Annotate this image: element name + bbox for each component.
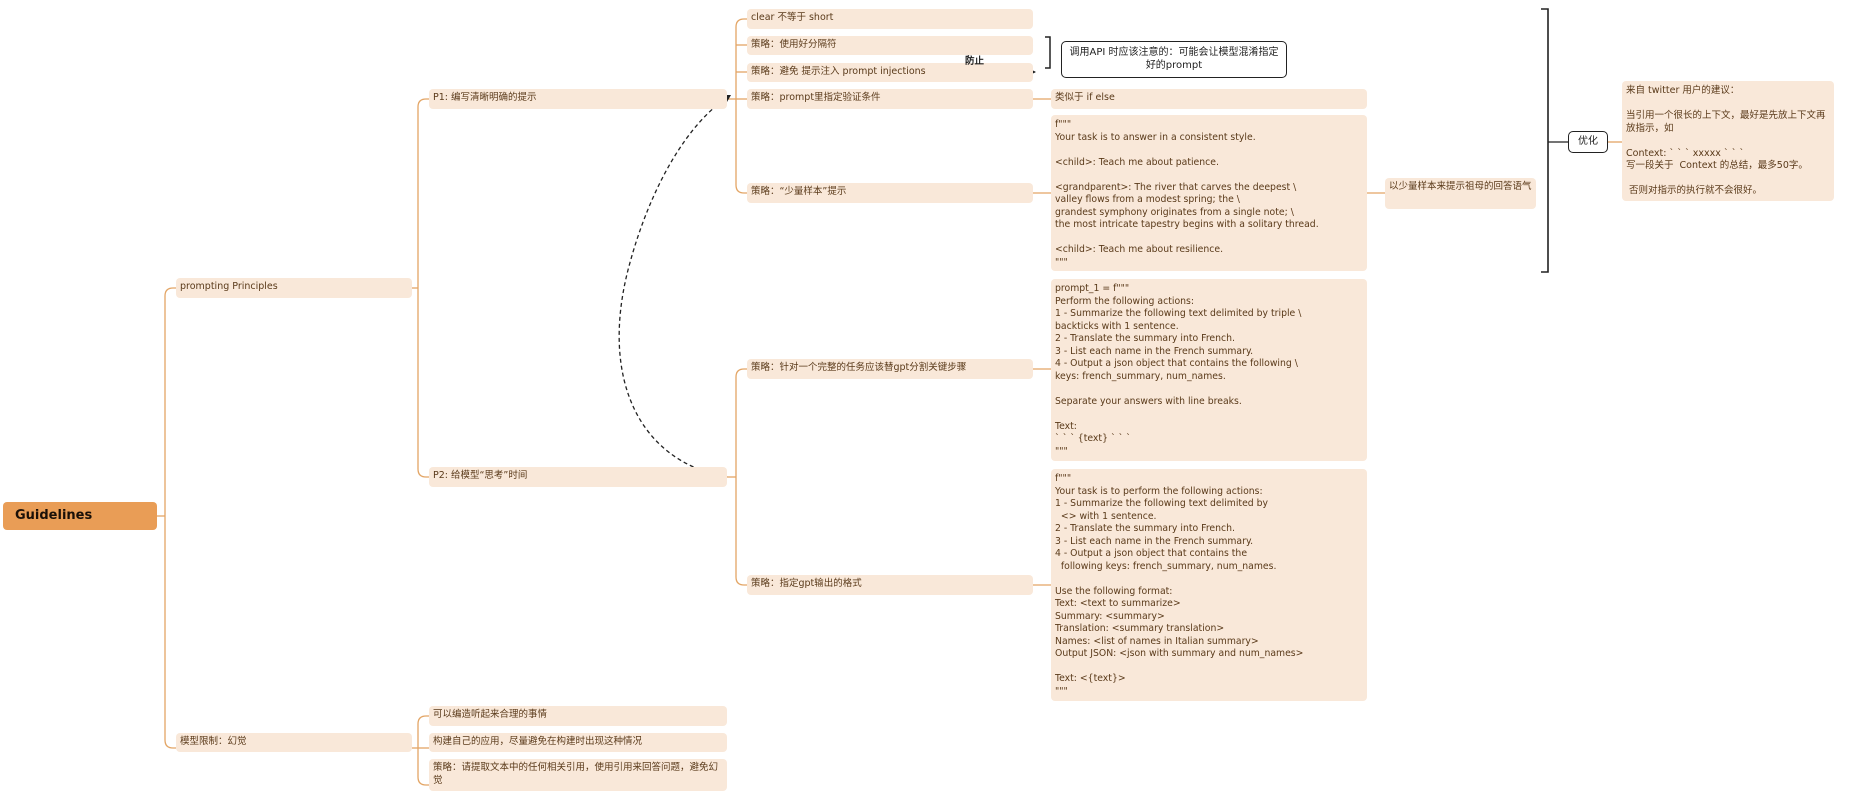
hallucination-plausible[interactable]: 可以编造听起来合理的事情	[429, 706, 727, 726]
strategy-avoid-injection[interactable]: 策略：避免 提示注入 prompt injections	[747, 63, 1033, 82]
prevent-label: 防止	[965, 56, 985, 67]
few-shot-example[interactable]: f""" Your task is to answer in a consist…	[1051, 115, 1367, 271]
node-p1[interactable]: P1: 编写清晰明确的提示	[429, 89, 727, 109]
output-format-example[interactable]: f""" Your task is to perform the followi…	[1051, 469, 1367, 701]
root-node[interactable]: Guidelines	[3, 502, 157, 530]
strategy-split-steps[interactable]: 策略：针对一个完整的任务应该替gpt分割关键步骤	[747, 359, 1033, 379]
strategy-clear-not-short[interactable]: clear 不等于 short	[747, 9, 1033, 29]
node-p2[interactable]: P2: 给模型“思考”时间	[429, 467, 727, 487]
branch-prompting-principles[interactable]: prompting Principles	[176, 278, 412, 298]
hallucination-avoid[interactable]: 构建自己的应用，尽量避免在构建时出现这种情况	[429, 733, 727, 752]
strategy-conditions[interactable]: 策略：prompt里指定验证条件	[747, 89, 1033, 109]
strategy-delimiter[interactable]: 策略：使用好分隔符	[747, 36, 1033, 55]
note-if-else[interactable]: 类似于 if else	[1051, 89, 1367, 109]
hallucination-strategy[interactable]: 策略：请提取文本中的任何相关引用，使用引用来回答问题，避免幻觉	[429, 759, 727, 791]
optimize-note[interactable]: 来自 twitter 用户的建议： 当引用一个很长的上下文，最好是先放上下文再放…	[1622, 81, 1834, 201]
optimize-node[interactable]: 优化	[1568, 131, 1608, 153]
strategy-few-shot[interactable]: 策略：“少量样本”提示	[747, 183, 1033, 203]
api-note-callout[interactable]: 调用API 时应该注意的：可能会让模型混淆指定好的prompt	[1061, 41, 1287, 78]
strategy-output-format[interactable]: 策略：指定gpt输出的格式	[747, 575, 1033, 595]
split-steps-example[interactable]: prompt_1 = f""" Perform the following ac…	[1051, 279, 1367, 461]
few-shot-note[interactable]: 以少量样本来提示祖母的回答语气	[1385, 178, 1536, 209]
branch-hallucination[interactable]: 模型限制：幻觉	[176, 733, 412, 752]
